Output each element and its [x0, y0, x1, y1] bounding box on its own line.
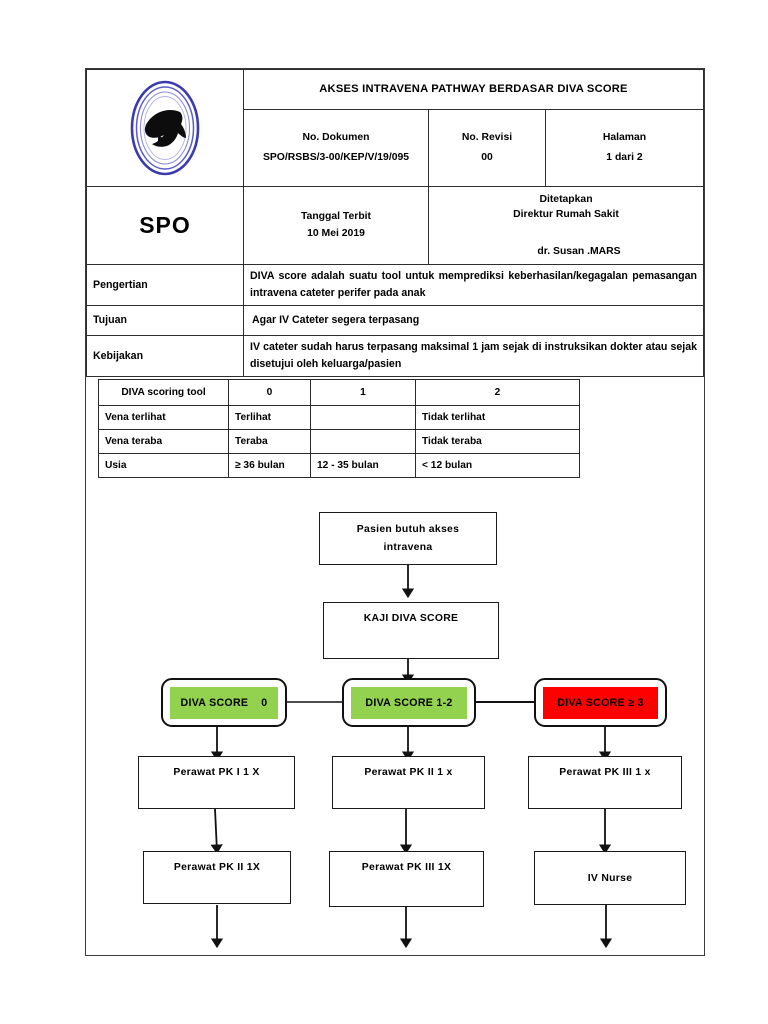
flow-decision-center-label: DIVA SCORE 1-2	[351, 686, 467, 719]
flow-box-right-1: Perawat PK III 1 x	[528, 756, 682, 809]
section-row-kebijakan: Kebijakan IV cateter sudah harus terpasa…	[86, 334, 704, 377]
flow-box-center-1: Perawat PK II 1 x	[332, 756, 485, 809]
diva-cell-criterion: Vena teraba	[98, 429, 229, 454]
flow-box-start-label: Pasien butuh akses intravena	[356, 524, 460, 554]
diva-header-row: DIVA scoring tool 0 1 2	[98, 379, 580, 406]
flow-decision-diva-score-ge-3: DIVA SCORE ≥ 3	[534, 678, 667, 727]
flow-box-center-1-label: Perawat PK II 1 x	[364, 767, 453, 778]
section-label-kebijakan: Kebijakan	[86, 334, 244, 377]
section-body-kebijakan: IV cateter sudah harus terpasang maksima…	[243, 334, 704, 377]
diva-header-0: 0	[228, 379, 311, 406]
no-revisi-label: No. Revisi	[461, 132, 513, 144]
flow-decision-diva-score-1-2: DIVA SCORE 1-2	[342, 678, 476, 727]
diva-cell-score0: Teraba	[228, 429, 311, 454]
hospital-bird-logo	[93, 73, 237, 183]
flow-box-left-2-label: Perawat PK II 1X	[173, 862, 261, 873]
section-body-tujuan: Agar IV Cateter segera terpasang	[243, 304, 704, 336]
spo-header-table: AKSES INTRAVENA PATHWAY BERDASAR DIVA SC…	[86, 69, 704, 377]
section-row-pengertian: Pengertian DIVA score adalah suatu tool …	[86, 264, 704, 306]
no-revisi-value: 00	[481, 151, 493, 163]
spo-row: SPO Tanggal Terbit 10 Mei 2019 Ditetapka…	[86, 186, 704, 265]
spo-type-label: SPO	[86, 186, 244, 265]
ditetapkan-label: Ditetapkan	[539, 193, 593, 205]
flow-box-start: Pasien butuh akses intravena	[319, 512, 497, 565]
diva-cell-criterion: Vena terlihat	[98, 405, 229, 430]
tanggal-terbit-value: 10 Mei 2019	[307, 227, 365, 239]
ditetapkan-role: Direktur Rumah Sakit	[513, 208, 619, 220]
halaman-cell: Halaman 1 dari 2	[545, 108, 704, 188]
document-title: AKSES INTRAVENA PATHWAY BERDASAR DIVA SC…	[243, 69, 704, 110]
diva-cell-score0: Terlihat	[228, 405, 311, 430]
diva-cell-criterion: Usia	[98, 453, 229, 478]
flow-box-left-1: Perawat PK I 1 X	[138, 756, 295, 809]
flow-box-right-1-label: Perawat PK III 1 x	[559, 767, 651, 778]
flow-decision-left-label: DIVA SCORE 0	[170, 686, 278, 719]
tanggal-terbit-cell: Tanggal Terbit 10 Mei 2019	[243, 186, 429, 265]
diva-cell-score2: Tidak teraba	[415, 429, 580, 454]
diva-row-vena-teraba: Vena teraba Teraba Tidak teraba	[98, 429, 580, 454]
flow-decision-diva-score-0: DIVA SCORE 0	[161, 678, 287, 727]
diva-cell-score1	[310, 405, 416, 430]
header-row-meta: No. Dokumen SPO/RSBS/3-00/KEP/V/19/095 N…	[87, 108, 704, 188]
diva-cell-score2: < 12 bulan	[415, 453, 580, 478]
section-body-pengertian: DIVA score adalah suatu tool untuk mempr…	[243, 264, 704, 306]
document-page: AKSES INTRAVENA PATHWAY BERDASAR DIVA SC…	[85, 68, 705, 956]
diva-cell-score0: ≥ 36 bulan	[228, 453, 311, 478]
diva-header-2: 2	[415, 379, 580, 406]
signature-name: dr. Susan .MARS	[537, 246, 621, 258]
section-row-tujuan: Tujuan Agar IV Cateter segera terpasang	[86, 304, 704, 336]
ditetapkan-cell: Ditetapkan Direktur Rumah Sakit dr. Susa…	[428, 186, 704, 265]
flow-box-kaji-diva-score: KAJI DIVA SCORE	[323, 602, 499, 659]
halaman-label: Halaman	[602, 132, 647, 144]
diva-header-1: 1	[310, 379, 416, 406]
diva-scoring-table-wrap: DIVA scoring tool 0 1 2 Vena terlihat Te…	[98, 379, 580, 478]
diva-cell-score1: 12 - 35 bulan	[310, 453, 416, 478]
flow-box-right-2: IV Nurse	[534, 851, 686, 905]
diva-cell-score1	[310, 429, 416, 454]
no-revisi-cell: No. Revisi 00	[428, 108, 546, 188]
no-dokumen-label: No. Dokumen	[302, 132, 370, 144]
flow-decision-right-label: DIVA SCORE ≥ 3	[543, 686, 658, 719]
tanggal-terbit-label: Tanggal Terbit	[300, 211, 372, 223]
flow-box-right-2-label: IV Nurse	[587, 873, 633, 884]
flow-box-center-2-label: Perawat PK III 1X	[361, 862, 452, 873]
header-row-title: AKSES INTRAVENA PATHWAY BERDASAR DIVA SC…	[86, 69, 704, 187]
diva-header-tool: DIVA scoring tool	[98, 379, 229, 406]
no-dokumen-value: SPO/RSBS/3-00/KEP/V/19/095	[262, 151, 410, 163]
flow-box-kaji-label: KAJI DIVA SCORE	[363, 613, 459, 624]
diva-row-usia: Usia ≥ 36 bulan 12 - 35 bulan < 12 bulan	[98, 453, 580, 478]
logo-cell	[86, 69, 244, 187]
flow-box-left-2: Perawat PK II 1X	[143, 851, 291, 904]
flow-box-center-2: Perawat PK III 1X	[329, 851, 484, 907]
section-label-pengertian: Pengertian	[86, 264, 244, 306]
diva-scoring-table: DIVA scoring tool 0 1 2 Vena terlihat Te…	[98, 379, 580, 478]
section-label-tujuan: Tujuan	[86, 304, 244, 336]
diva-row-vena-terlihat: Vena terlihat Terlihat Tidak terlihat	[98, 405, 580, 430]
flow-box-left-1-label: Perawat PK I 1 X	[173, 767, 260, 778]
halaman-value: 1 dari 2	[606, 151, 643, 163]
no-dokumen-cell: No. Dokumen SPO/RSBS/3-00/KEP/V/19/095	[243, 108, 429, 188]
diva-cell-score2: Tidak terlihat	[415, 405, 580, 430]
